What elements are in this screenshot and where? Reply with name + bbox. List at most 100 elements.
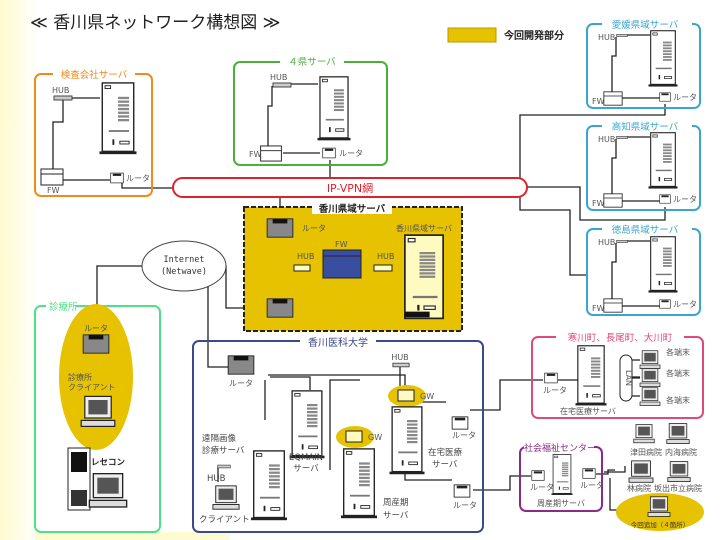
home-server-label: サーバ — [432, 460, 458, 470]
router-icon — [544, 372, 558, 384]
perinatal-label: サーバ — [383, 511, 409, 521]
rececon-label: レセコン — [91, 458, 126, 468]
client-pc-icon — [80, 395, 116, 428]
gateway-icon — [397, 389, 415, 402]
fw-label: FW — [592, 199, 605, 208]
router-label: ルータ — [453, 501, 477, 510]
group-kagawa-medical-university: 香川医科大学 ルータ HUB GW GW EQMAIN サーバ 遠隔画像 診療サ… — [192, 335, 484, 533]
firewall-icon — [603, 193, 623, 208]
lan-label: LAN — [624, 370, 633, 386]
highlight-area — [59, 304, 133, 450]
router-icon — [82, 334, 110, 354]
fw-label: FW — [47, 186, 60, 195]
fw-label: FW — [592, 97, 605, 106]
fw-label: FW — [592, 304, 605, 313]
group-title: 徳島県域サーバ — [612, 224, 679, 236]
hospital-pc-icon — [647, 496, 671, 517]
hub-icon — [272, 82, 292, 88]
hospital-label: 林病院 — [627, 483, 651, 493]
terminal-icon — [639, 350, 661, 369]
terminal-label: 各端末 — [666, 347, 690, 357]
group-kochi: 高知県域サーバ HUB FW ルータ — [586, 120, 701, 211]
router-icon — [659, 194, 671, 204]
hospital-label: 坂出市立病院 — [654, 483, 702, 493]
hub-label: HUB — [297, 252, 314, 261]
internet-label: Internet — [164, 255, 205, 265]
firewall-icon — [603, 91, 623, 106]
perinatal-server-icon — [551, 454, 573, 496]
gw-label: GW — [420, 392, 434, 401]
perinatal-server-icon — [340, 448, 378, 519]
group-four-prefectures: ４県サーバ HUB FW ルータ — [233, 56, 388, 166]
router-icon — [227, 355, 255, 375]
router-label: ルータ — [84, 324, 108, 333]
group-title: 寒川町、長尾町、大川町 — [568, 332, 673, 344]
hub-icon — [616, 135, 628, 140]
terminal-label: 各端末 — [666, 368, 690, 378]
group-title: 香川医科大学 — [308, 336, 368, 349]
added-label: 今回追加（４箇所） — [631, 520, 690, 529]
perinatal-label: 周産期 — [383, 497, 409, 508]
group-title: ４県サーバ — [288, 57, 336, 68]
legend-swatch — [447, 27, 497, 43]
router-label: ルータ — [229, 379, 253, 388]
group-welfare-center: 社会福祉センター ルータ ルータ 周産期サーバ — [519, 441, 604, 512]
terminal-label: 各端末 — [666, 395, 690, 405]
remote-image-server-icon — [250, 450, 288, 521]
hospital-label: 内海病院 — [665, 447, 697, 457]
hospital-pc-icon — [628, 460, 654, 483]
server-label: 香川県域サーバ — [396, 223, 452, 233]
router-icon — [659, 299, 671, 309]
hub-icon — [293, 264, 311, 272]
router-icon — [451, 416, 469, 430]
hub-label: HUB — [377, 252, 394, 261]
fw-label: FW — [249, 150, 262, 159]
hub-icon — [373, 264, 393, 272]
hub-label: HUB — [391, 353, 408, 362]
gateway-icon — [345, 430, 363, 443]
client-label: クライアント — [199, 515, 250, 525]
hub-icon — [217, 464, 231, 469]
router-icon — [266, 298, 294, 318]
page-title: ≪ 香川県ネットワーク構想図 ≫ — [30, 13, 280, 33]
terminal-icon — [639, 387, 661, 406]
server-icon — [647, 236, 679, 294]
client-pc-icon — [212, 485, 240, 510]
router-label: ルータ — [530, 483, 554, 492]
gw-label: GW — [368, 433, 382, 442]
eqmain-server-icon — [288, 390, 326, 459]
firewall-icon — [603, 298, 623, 313]
eqmain-label: サーバ — [293, 464, 319, 474]
group-title: 香川県域サーバ — [318, 203, 386, 215]
server-icon — [403, 234, 445, 320]
hospital-pc-icon — [633, 424, 655, 444]
hub-label: HUB — [207, 474, 226, 484]
router-label: ルータ — [126, 174, 150, 183]
home-server-label: 在宅医療 — [428, 447, 463, 458]
hub-label: HUB — [598, 33, 615, 42]
terminal-icon — [639, 368, 661, 387]
eqmain-label: EQMAIN — [289, 453, 323, 463]
server-label: 周産期サーバ — [537, 498, 585, 508]
router-label: ルータ — [673, 195, 697, 204]
server-icon — [316, 76, 352, 142]
server-label: 在宅医療サーバ — [560, 406, 616, 416]
router-label: ルータ — [580, 481, 604, 490]
router-label: ルータ — [452, 431, 476, 440]
hub-label: HUB — [598, 135, 615, 144]
group-title: 高知県域サーバ — [612, 121, 679, 133]
firewall-icon — [40, 168, 64, 186]
group-ehime: 愛媛県域サーバ HUB FW ルータ — [586, 18, 701, 109]
group-tokushima: 徳島県域サーバ HUB FW ルータ — [586, 223, 701, 316]
background-tint — [0, 0, 40, 540]
ip-vpn-network: IP-VPN網 — [172, 177, 528, 198]
remote-server-label: 遠隔画像 — [202, 433, 237, 444]
router-label: ルータ — [339, 149, 363, 158]
router-label: ルータ — [302, 224, 326, 233]
hospital-pc-icon — [666, 423, 690, 445]
router-icon — [110, 172, 124, 184]
hospital-label: 津田病院 — [630, 447, 662, 457]
legend-label: 今回開発部分 — [503, 29, 564, 42]
hub-label: HUB — [598, 238, 615, 247]
